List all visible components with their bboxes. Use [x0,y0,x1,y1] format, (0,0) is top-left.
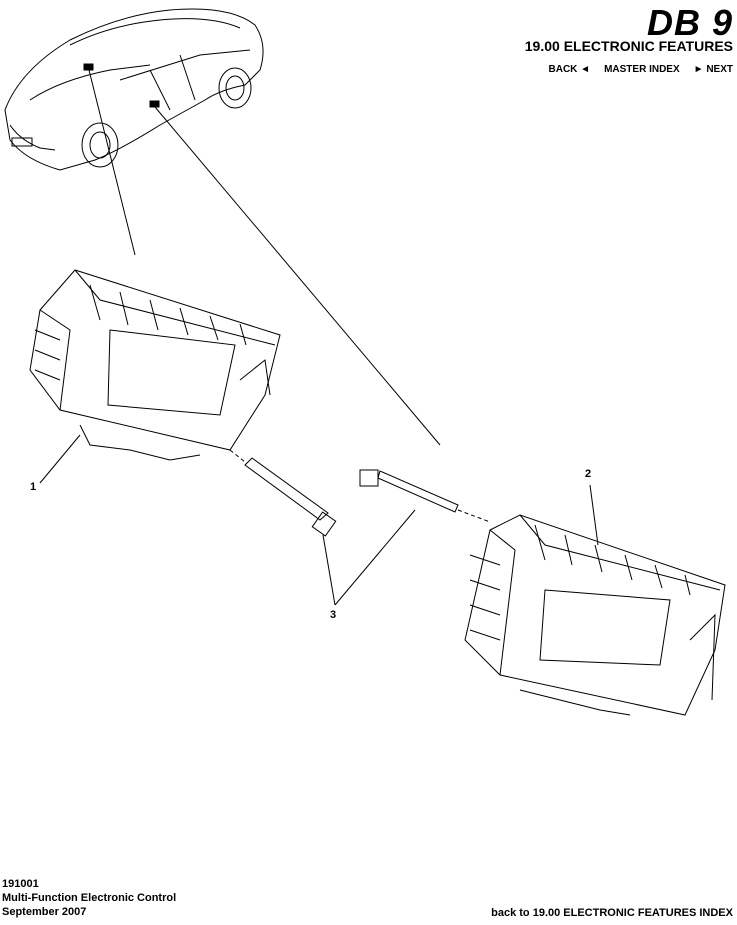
bolt-upper [359,469,459,513]
module-2 [464,514,726,716]
index-link[interactable]: back to 19.00 ELECTRONIC FEATURES INDEX [491,907,733,919]
callout-1: 1 [30,481,37,493]
db9-logo: DB 9 [646,2,733,43]
part-number: 191001 [2,878,39,890]
car-illustration [4,8,264,171]
bolt-lower [244,457,337,537]
master-index-link[interactable]: MASTER INDEX [604,64,680,75]
part-description: Multi-Function Electronic Control [2,892,177,904]
next-link[interactable]: ► NEXT [693,64,733,75]
section-title: 19.00 ELECTRONIC FEATURES [524,38,733,54]
callout-2: 2 [585,468,592,480]
nav-bar: BACK ◄ MASTER INDEX ► NEXT [549,64,733,75]
footer-info: 191001 Multi-Function Electronic Control… [2,877,176,919]
publication-date: September 2007 [2,906,87,918]
callout-3: 3 [330,609,337,621]
back-link[interactable]: BACK ◄ [548,64,591,75]
module-1 [29,269,281,461]
